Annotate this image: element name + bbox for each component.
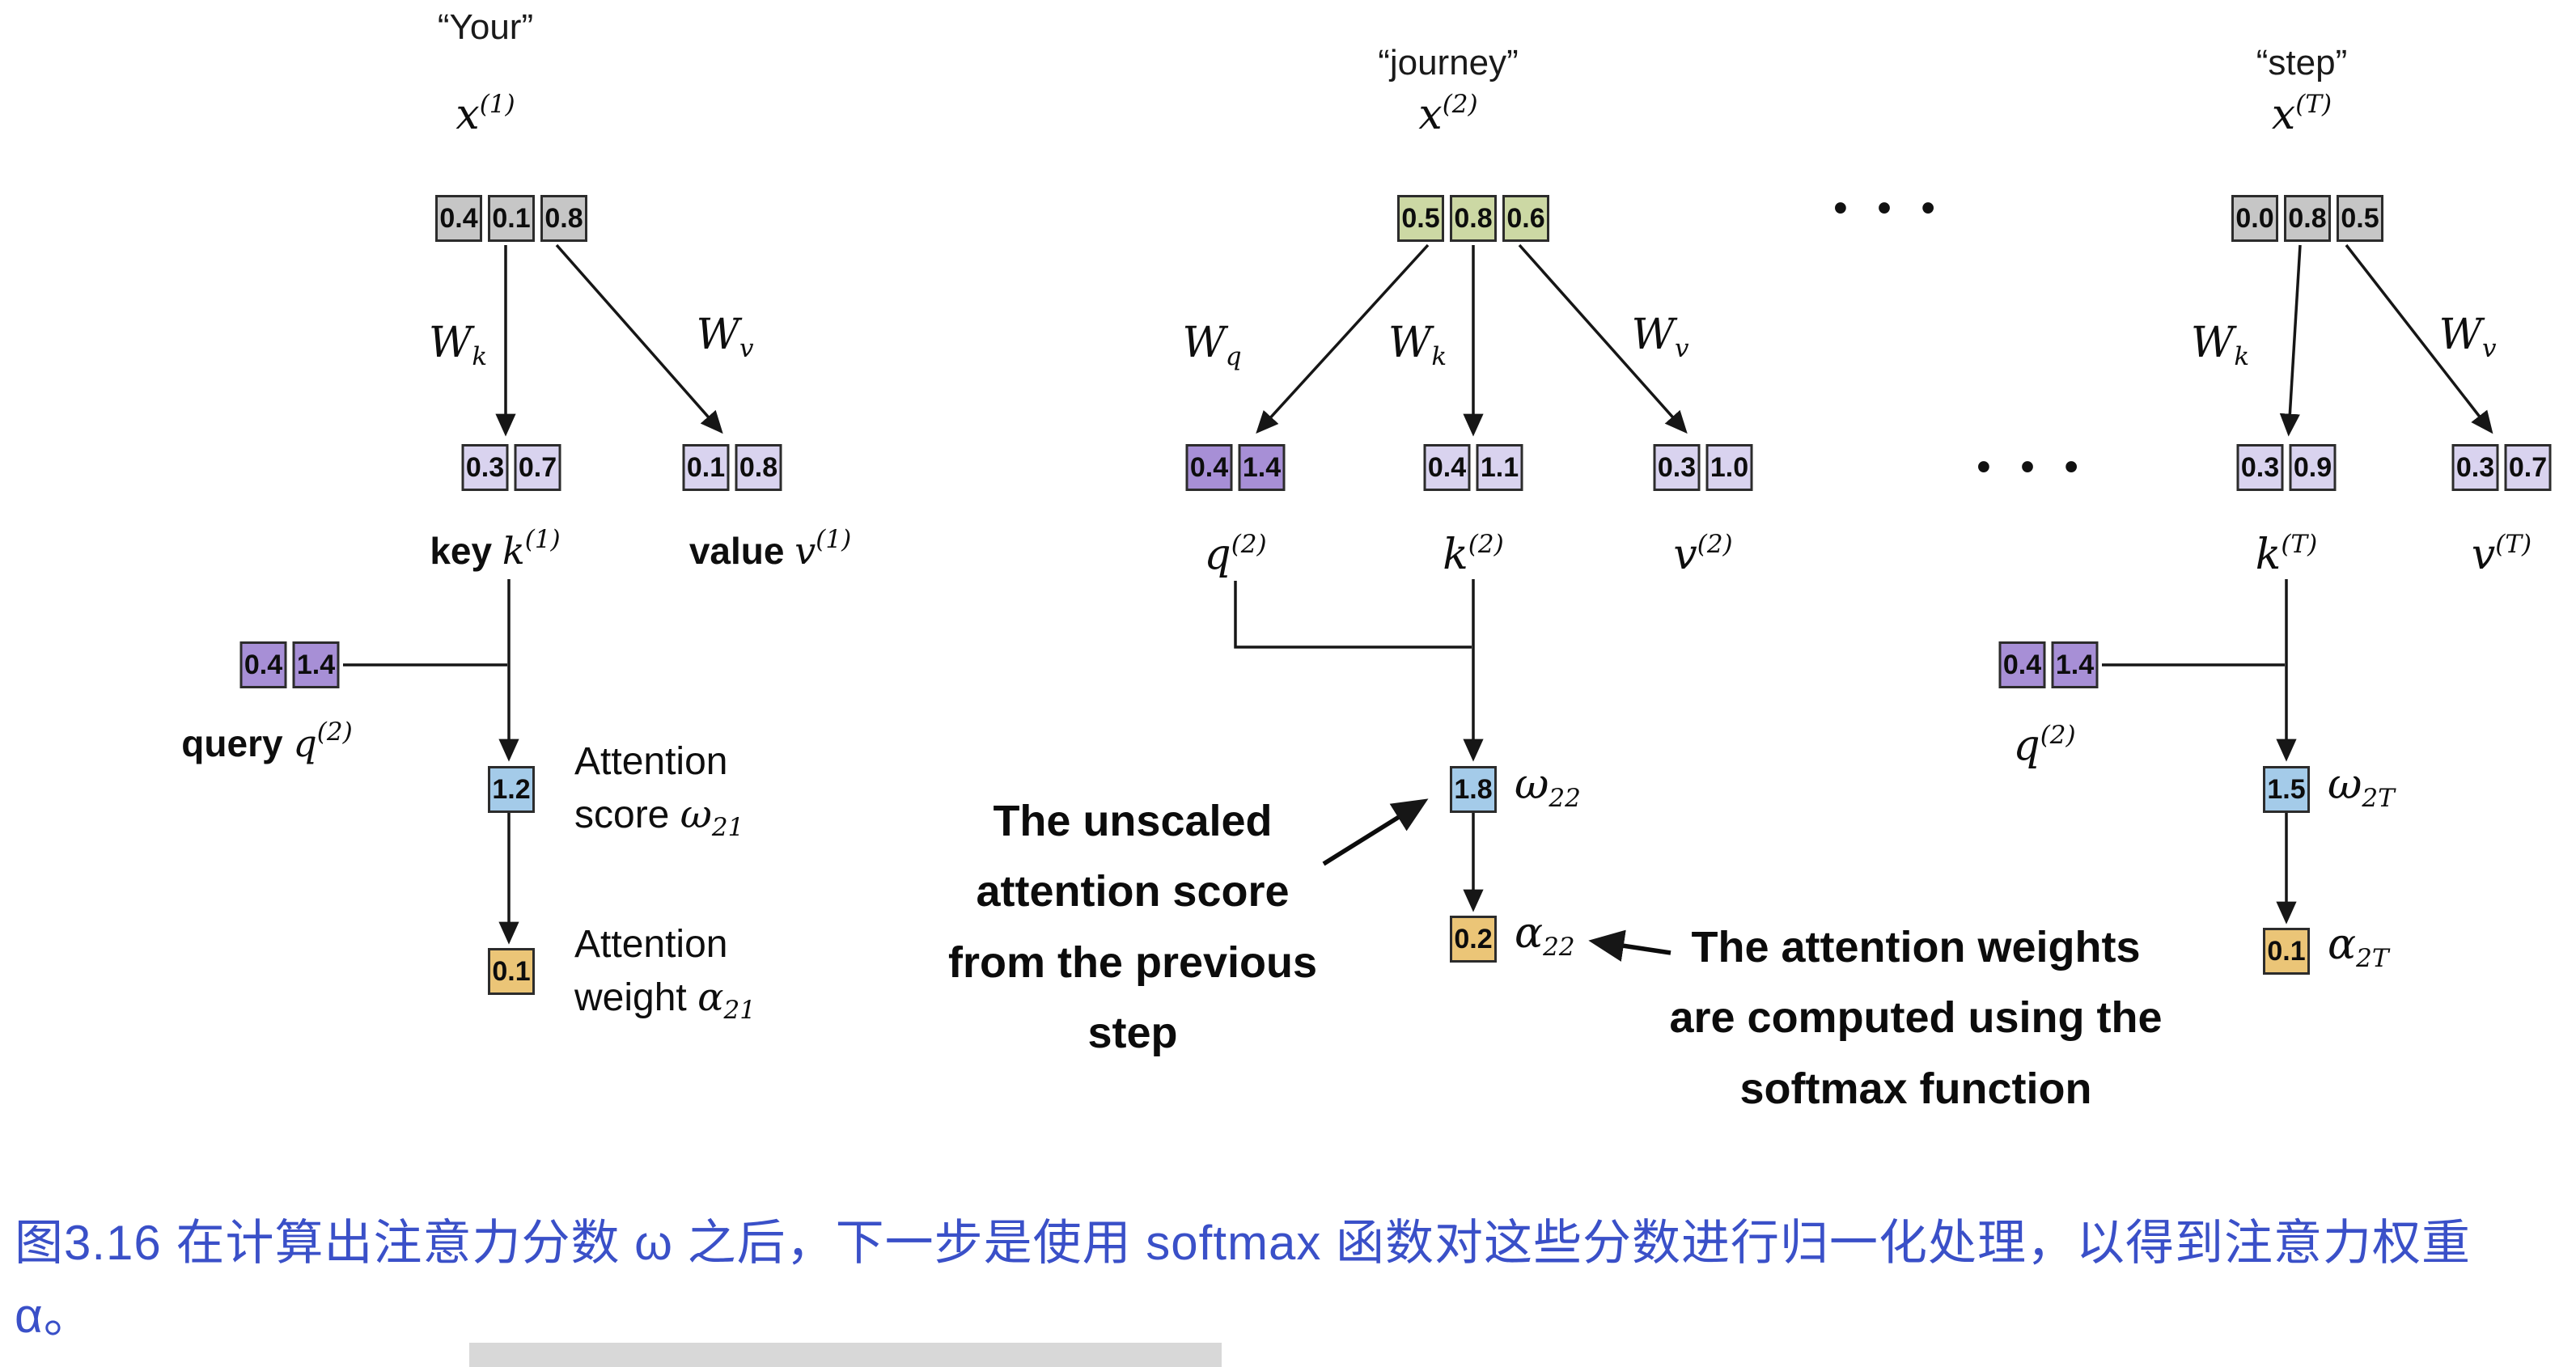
vector-cell: 1.1	[1476, 444, 1523, 491]
query1-vector: 0.4 1.4	[239, 641, 340, 688]
vector-cell: 0.5	[2337, 195, 2383, 242]
wq2-label: Wq	[1182, 319, 1242, 371]
vT-vector: 0.3 0.7	[2451, 444, 2552, 491]
attention-score-2-box: 1.8	[1450, 766, 1497, 813]
vector-cell: 0.4	[1423, 444, 1471, 491]
vT-vector-label: v(T)	[2471, 530, 2532, 579]
x1-label: x(1)	[455, 90, 515, 139]
query3-vector-label: q(2)	[2013, 721, 2076, 770]
unscaled-score-note: The unscaled attention score from the pr…	[947, 797, 1318, 1058]
arrow-note-to-weight2	[1588, 929, 1671, 962]
vector-cell: 0.8	[735, 444, 782, 491]
bottom-gray-strip	[469, 1343, 1222, 1367]
query3-vector: 0.4 1.4	[1998, 641, 2099, 688]
vector-cell: 0.3	[2236, 444, 2284, 491]
attention-score-1-box: 1.2	[488, 766, 535, 813]
x1-vector: 0.4 0.1 0.8	[435, 195, 587, 242]
vector-cell: 0.4	[1185, 444, 1233, 491]
softmax-weights-note: The attention weights are computed using…	[1669, 923, 2163, 1113]
wk3-label: Wk	[2190, 319, 2250, 371]
arrow-note-to-score2	[1322, 798, 1429, 866]
k2-vector-label: k(2)	[1443, 530, 1504, 579]
figure-caption: 图3.16 在计算出注意力分数 ω 之后，下一步是使用 softmax 函数对这…	[15, 1216, 2472, 1343]
vector-cell: 0.5	[1397, 195, 1444, 242]
weight-cell: 0.1	[488, 948, 535, 995]
score-cell: 1.2	[488, 766, 535, 813]
vector-cell: 0.3	[1653, 444, 1701, 491]
wv3-label: Wv	[2438, 311, 2497, 363]
arrow-x3-to-k	[2279, 244, 2302, 437]
score-cell: 1.5	[2263, 766, 2310, 813]
ellipsis-dots-top: • • •	[1833, 187, 1945, 230]
q2-vector-label: q(2)	[1204, 530, 1267, 579]
attention-score-1-label: Attention score ω21	[574, 740, 744, 842]
wk1-label: Wk	[428, 319, 488, 371]
vector-cell: 0.3	[2451, 444, 2499, 491]
x2-vector: 0.5 0.8 0.6	[1397, 195, 1549, 242]
attention-weight-2-box: 0.2	[1450, 916, 1497, 963]
weight-cell: 0.1	[2263, 928, 2310, 975]
xT-label: x(T)	[2271, 90, 2332, 139]
omega2T-label: ω2T	[2328, 760, 2395, 813]
ellipsis-dots-middle: • • •	[1976, 446, 2088, 489]
x2-label: x(2)	[1418, 90, 1478, 139]
vector-cell: 0.7	[514, 444, 561, 491]
omega22-label: ω22	[1515, 760, 1581, 813]
token-word-step: “step”	[2256, 43, 2348, 83]
vector-cell: 0.8	[540, 195, 587, 242]
key1-vector: 0.3 0.7	[461, 444, 561, 491]
vector-cell: 1.4	[1238, 444, 1286, 491]
vector-cell: 0.8	[1450, 195, 1497, 242]
score-cell: 1.8	[1450, 766, 1497, 813]
alpha2T-label: α2T	[2328, 921, 2389, 973]
value1-vector: 0.1 0.8	[682, 444, 782, 491]
v2-vector-label: v(2)	[1673, 530, 1733, 579]
v2-vector: 0.3 1.0	[1653, 444, 1753, 491]
attention-weight-T-box: 0.1	[2263, 928, 2310, 975]
line-q2-elbow	[1234, 581, 1472, 649]
vector-cell: 0.8	[2284, 195, 2331, 242]
vector-cell: 0.7	[2504, 444, 2552, 491]
q2-vector: 0.4 1.4	[1185, 444, 1286, 491]
vector-cell: 0.4	[1998, 641, 2046, 688]
vector-cell: 0.0	[2231, 195, 2278, 242]
alpha22-label: α22	[1515, 909, 1575, 962]
vector-cell: 1.4	[292, 641, 340, 688]
token-word-your: “Your”	[437, 7, 534, 47]
attention-score-T-box: 1.5	[2263, 766, 2310, 813]
wv1-label: Wv	[696, 311, 754, 363]
attention-weight-1-box: 0.1	[488, 948, 535, 995]
vector-cell: 0.1	[682, 444, 730, 491]
vector-cell: 0.3	[461, 444, 509, 491]
token-word-journey: “journey”	[1378, 43, 1519, 83]
weight-cell: 0.2	[1450, 916, 1497, 963]
vector-cell: 1.4	[2051, 641, 2099, 688]
kT-vector: 0.3 0.9	[2236, 444, 2337, 491]
kT-vector-label: k(T)	[2255, 530, 2318, 579]
vector-cell: 0.6	[1502, 195, 1549, 242]
value1-vector-label: value v(1)	[688, 525, 852, 573]
vector-cell: 1.0	[1705, 444, 1753, 491]
query1-vector-label: query q(2)	[181, 717, 353, 765]
vector-cell: 0.9	[2289, 444, 2337, 491]
attention-weight-1-label: Attention weight α21	[574, 923, 756, 1025]
k2-vector: 0.4 1.1	[1423, 444, 1523, 491]
vector-cell: 0.4	[435, 195, 482, 242]
wv2-label: Wv	[1631, 311, 1689, 363]
wk2-label: Wk	[1388, 319, 1447, 371]
xT-vector: 0.0 0.8 0.5	[2231, 195, 2383, 242]
key1-vector-label: key k(1)	[430, 525, 561, 573]
vector-cell: 0.4	[239, 641, 287, 688]
vector-cell: 0.1	[488, 195, 535, 242]
